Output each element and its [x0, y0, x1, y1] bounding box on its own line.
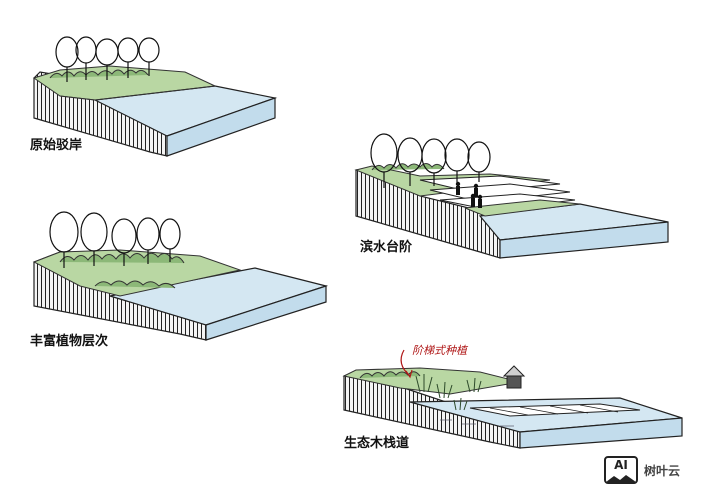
label-eco-boardwalk: 生态木栈道 [344, 436, 410, 451]
eco-boardwalk-deck [469, 403, 641, 417]
watermark-brand: 树叶云 [644, 463, 681, 478]
eco-boardwalk-water-front [519, 417, 683, 449]
waterfront-steps-lower-grass [464, 199, 581, 217]
eco-boardwalk-reeds [415, 374, 482, 411]
waterfront-steps-trees [370, 133, 491, 188]
waterfront-steps-section [354, 133, 669, 259]
watermark-logo-text: AI [614, 458, 628, 472]
eco-boardwalk-pavilion [502, 365, 526, 389]
waterfront-steps-shrubs [371, 163, 445, 171]
label-original-bank: 原始驳岸 [30, 138, 83, 153]
original-bank-water-front [166, 97, 276, 157]
eco-boardwalk-section [342, 349, 683, 449]
original-bank-section [32, 36, 278, 157]
waterfront-steps-people [455, 181, 483, 208]
watermark: AI 树叶云 [604, 456, 680, 484]
label-waterfront-steps: 滨水台阶 [360, 240, 413, 255]
original-bank-shrubs [49, 69, 149, 79]
rich-vegetation-section [32, 211, 329, 341]
rich-vegetation-water-front [205, 285, 327, 341]
watermark-logo: AI [604, 456, 638, 484]
label-rich-vegetation: 丰富植物层次 [30, 334, 109, 349]
rich-vegetation-trees [49, 211, 181, 268]
rich-vegetation-shrubs [59, 252, 185, 264]
original-bank-trees [55, 36, 160, 82]
waterfront-steps-water-front [499, 221, 669, 259]
annotation-stepped-planting: 阶梯式种植 [412, 344, 467, 357]
